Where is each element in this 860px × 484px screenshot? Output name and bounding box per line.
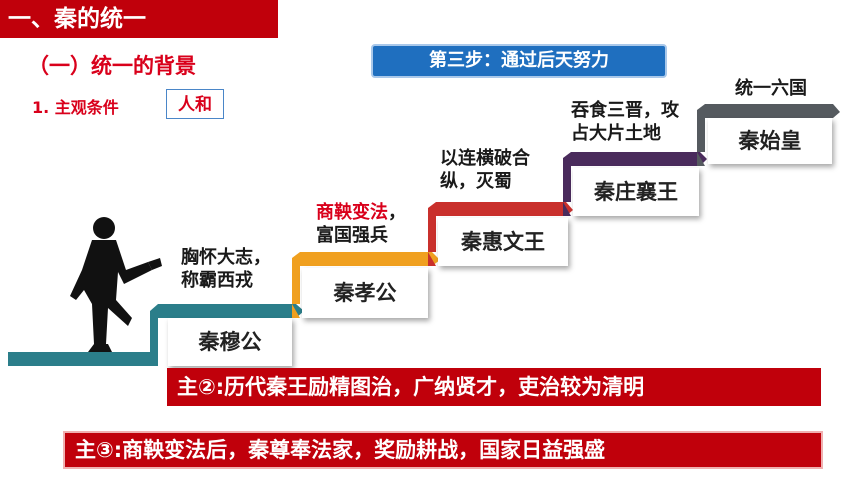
summary-banner-2: 主③:商鞅变法后，秦尊奉法家，奖励耕战，国家日益强盛 xyxy=(63,431,823,469)
stair-3-note-line2: 纵，灭蜀 xyxy=(440,171,512,192)
stair-1-shape xyxy=(150,304,304,366)
stair-3-note-line1: 以连横破合 xyxy=(440,148,530,169)
stair-5-note-line1: 统一六国 xyxy=(735,78,807,99)
step-title-badge: 第三步：通过后天努力 xyxy=(371,44,667,78)
stair-4-note-line2: 占大片土地 xyxy=(571,123,661,144)
stair-2-note-line2: 富国强兵 xyxy=(316,225,388,246)
base-arrow xyxy=(8,352,156,366)
stair-5-shape xyxy=(697,104,840,166)
stair-5-note: 统一六国 xyxy=(735,77,807,100)
stair-2-note-comma: ， xyxy=(388,202,406,223)
stair-2-note-highlight: 商鞅变法 xyxy=(316,202,388,223)
stair-2-shape xyxy=(292,252,440,318)
stair-4-box: 秦庄襄王 xyxy=(573,168,699,216)
condition-label: 1. 主观条件 xyxy=(32,98,119,117)
stair-3-box: 秦惠文王 xyxy=(438,218,568,266)
stair-2-note: 商鞅变法， 富国强兵 xyxy=(316,201,406,247)
section-title: （一）统一的背景 xyxy=(28,54,196,78)
stair-5-box: 秦始皇 xyxy=(708,118,832,164)
stair-1-box: 秦穆公 xyxy=(168,318,292,366)
stair-1-note-line1: 胸怀大志， xyxy=(181,247,271,268)
stair-4-note-line1: 吞食三晋，攻 xyxy=(571,100,679,121)
condition-value-box: 人和 xyxy=(166,89,224,119)
page-title: 一、秦的统一 xyxy=(0,0,278,38)
stair-1-note: 胸怀大志， 称霸西戎 xyxy=(181,246,271,292)
stair-1-note-line2: 称霸西戎 xyxy=(181,270,253,291)
stair-2-box: 秦孝公 xyxy=(302,268,428,318)
stair-3-note: 以连横破合 纵，灭蜀 xyxy=(440,147,530,193)
stair-4-note: 吞食三晋，攻 占大片土地 xyxy=(571,99,679,145)
stair-3-shape xyxy=(428,202,573,266)
stair-4-shape xyxy=(563,152,707,216)
summary-banner-1: 主②:历代秦王励精图治，广纳贤才，吏治较为清明 xyxy=(167,368,821,406)
walking-man-icon xyxy=(70,217,162,352)
